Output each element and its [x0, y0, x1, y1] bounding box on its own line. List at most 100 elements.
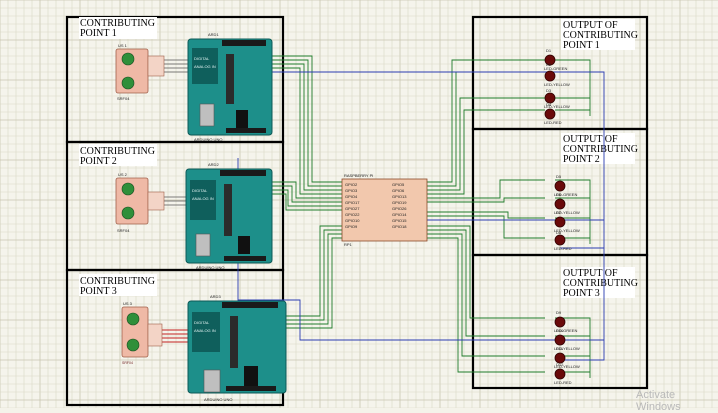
- led-group-output-2: D5 LED-GREEN D6 LED-YELLOW D7 LED-YELLOW…: [554, 174, 580, 251]
- led-ref: D5: [556, 174, 562, 179]
- arduino-board-1[interactable]: ARD1 DIGITAL ANALOG IN ARDUINO UNO: [187, 32, 273, 142]
- led-group-output-1: D1 LED-GREEN D2 LED-YELLOW D3 LED-YELLOW…: [544, 48, 570, 125]
- frame-output-point-3: [471, 253, 649, 390]
- ultrasonic-sensor-2[interactable]: US 2 SRF04: [115, 172, 165, 233]
- svg-text:GPIO3: GPIO3: [345, 188, 358, 193]
- label-line: POINT 1: [80, 28, 117, 39]
- led-color: LED-RED: [554, 246, 572, 251]
- svg-text:DIGITAL: DIGITAL: [194, 320, 210, 325]
- label-line: CONTRIBUTING: [80, 18, 155, 29]
- sensor-model: SRF04: [122, 361, 133, 365]
- led-ref: D12: [556, 362, 564, 367]
- activate-windows-watermark: Activate Windows: [636, 389, 681, 413]
- led-icon: [554, 216, 566, 228]
- power-jack-icon: [244, 366, 258, 386]
- svg-text:GPIO17: GPIO17: [345, 200, 360, 205]
- label-line: POINT 2: [563, 154, 600, 165]
- label-output-point-2: OUTPUT OF CONTRIBUTING POINT 2: [561, 133, 638, 165]
- led[interactable]: D1 LED-GREEN: [544, 48, 567, 71]
- led[interactable]: D5 LED-GREEN: [554, 174, 577, 197]
- svg-text:DIGITAL: DIGITAL: [194, 56, 210, 61]
- label-line: CONTRIBUTING: [563, 30, 638, 41]
- led-icon: [554, 234, 566, 246]
- led-icon: [544, 108, 556, 120]
- led[interactable]: D12 LED-RED: [554, 362, 572, 385]
- label-line: POINT 3: [80, 286, 117, 297]
- power-jack-icon: [236, 110, 248, 128]
- led-color: LED-RED: [544, 120, 562, 125]
- sensor-transducer-icon: [126, 312, 140, 326]
- svg-text:GPIO9: GPIO9: [345, 224, 358, 229]
- led[interactable]: D2 LED-YELLOW: [544, 62, 570, 87]
- svg-text:GPIO14: GPIO14: [392, 212, 407, 217]
- led-color: LED-YELLOW: [544, 82, 570, 87]
- label-output-point-1: OUTPUT OF CONTRIBUTING POINT 1: [561, 19, 638, 51]
- led-color: LED-YELLOW: [544, 104, 570, 109]
- led-group-output-3: D9 LED-GREEN D10 LED-YELLOW D11 LED-YELL…: [554, 310, 580, 385]
- led[interactable]: D6 LED-YELLOW: [554, 192, 580, 215]
- sensor-transducer-icon: [121, 206, 135, 220]
- svg-text:GPIO19: GPIO19: [392, 200, 407, 205]
- sensor-transducer-icon: [121, 52, 135, 66]
- led[interactable]: D10 LED-YELLOW: [554, 328, 580, 351]
- led-color: LED-GREEN: [554, 192, 577, 197]
- sensor-transducer-icon: [121, 182, 135, 196]
- svg-text:ANALOG IN: ANALOG IN: [192, 196, 214, 201]
- arduino-board-2[interactable]: ARD2 DIGITAL ANALOG IN ARDUINO UNO: [185, 162, 273, 270]
- led-icon: [554, 334, 566, 346]
- led-icon: [544, 54, 556, 66]
- led-ref: D7: [556, 210, 562, 215]
- sensor-ref: US 3: [123, 301, 133, 306]
- led-ref: D1: [546, 48, 552, 53]
- svg-text:GPIO18: GPIO18: [392, 224, 407, 229]
- sensor-transducer-icon: [126, 338, 140, 352]
- svg-text:GPIO15: GPIO15: [392, 218, 407, 223]
- arduino-model: ARDUINO UNO: [196, 265, 224, 270]
- led-icon: [544, 70, 556, 82]
- led-icon: [554, 180, 566, 192]
- raspberry-pi-chip[interactable]: RASPBERRY PI GPIO2 GPIO3 GPIO4 GPIO17 GP…: [341, 173, 428, 247]
- ultrasonic-sensor-3[interactable]: US 3 SRF04: [121, 301, 163, 365]
- label-contributing-point-2: CONTRIBUTING POINT 2: [79, 144, 157, 167]
- led-color: LED-YELLOW: [554, 364, 580, 369]
- svg-text:GPIO26: GPIO26: [392, 206, 407, 211]
- svg-text:DIGITAL: DIGITAL: [192, 188, 208, 193]
- label-line: OUTPUT OF: [563, 268, 618, 279]
- led-color: LED-GREEN: [544, 66, 567, 71]
- rpi-ref: RP1: [344, 242, 353, 247]
- svg-text:GPIO2: GPIO2: [345, 182, 358, 187]
- arduino-model: ARDUINO UNO: [194, 137, 222, 142]
- led[interactable]: D9 LED-GREEN: [554, 310, 577, 333]
- svg-text:ANALOG IN: ANALOG IN: [194, 328, 216, 333]
- led[interactable]: D8 LED-RED: [554, 230, 572, 251]
- led-ref: D9: [556, 310, 562, 315]
- label-line: CONTRIBUTING: [563, 278, 638, 289]
- svg-text:GPIO27: GPIO27: [345, 206, 360, 211]
- led-ref: D2: [546, 62, 552, 67]
- led-ref: D4: [546, 102, 552, 107]
- label-line: CONTRIBUTING: [80, 276, 155, 287]
- led-color: LED-YELLOW: [554, 228, 580, 233]
- label-line: OUTPUT OF: [563, 134, 618, 145]
- svg-text:GPIO5: GPIO5: [392, 182, 405, 187]
- svg-text:GPIO6: GPIO6: [392, 188, 405, 193]
- label-line: OUTPUT OF: [563, 20, 618, 31]
- svg-text:GPIO4: GPIO4: [345, 194, 358, 199]
- arduino-board-3[interactable]: ARD3 DIGITAL ANALOG IN ARDUINO UNO: [187, 294, 287, 402]
- led-color: LED-YELLOW: [554, 210, 580, 215]
- led-color: LED-YELLOW: [554, 346, 580, 351]
- ultrasonic-sensor-1[interactable]: US 1 SRF04: [115, 43, 165, 101]
- led[interactable]: D3 LED-YELLOW: [544, 88, 570, 109]
- led[interactable]: D4 LED-RED: [544, 102, 562, 125]
- label-line: POINT 2: [80, 156, 117, 167]
- label-line: POINT 1: [563, 40, 600, 51]
- led[interactable]: D7 LED-YELLOW: [554, 210, 580, 233]
- usb-port-icon: [203, 369, 221, 393]
- label-contributing-point-3: CONTRIBUTING POINT 3: [79, 274, 157, 297]
- led[interactable]: D11 LED-YELLOW: [554, 346, 580, 369]
- led-color: LED-RED: [554, 380, 572, 385]
- led-color: LED-GREEN: [554, 328, 577, 333]
- label-line: CONTRIBUTING: [80, 146, 155, 157]
- led-icon: [554, 352, 566, 364]
